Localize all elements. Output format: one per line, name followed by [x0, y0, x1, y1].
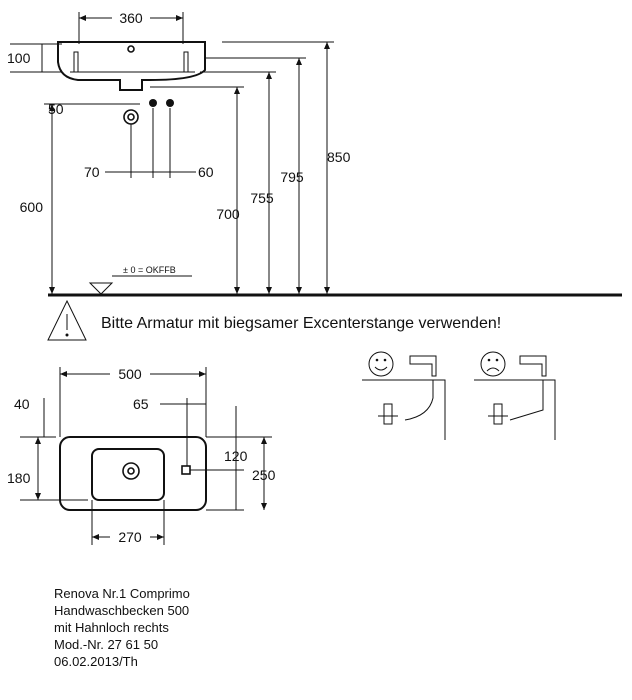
dim-180: 180: [7, 470, 31, 486]
dim-100: 100: [7, 50, 31, 66]
smiley-happy-icon: [368, 351, 394, 377]
rigid-rod: [509, 380, 544, 421]
overflow-hole: [127, 45, 135, 53]
warning-triangle-icon: [47, 299, 87, 341]
dim-755: 755: [250, 190, 274, 206]
drain-trap-bad: [488, 403, 508, 425]
warning-text: Bitte Armatur mit biegsamer Excenterstan…: [101, 315, 501, 332]
dim-850: 850: [327, 149, 351, 165]
countertop-bad: [474, 379, 556, 440]
faucet-good: [409, 355, 437, 377]
water-supply-cold: [149, 99, 157, 107]
drawing-date: 06.02.2013/Th: [54, 654, 138, 669]
dim-600: 600: [20, 199, 44, 215]
dim-70: 70: [84, 164, 100, 180]
dim-360: 360: [119, 10, 143, 26]
dim-65: 65: [133, 396, 149, 412]
warning-row: Bitte Armatur mit biegsamer Excenterstan…: [47, 299, 501, 341]
drain-trap-good: [378, 403, 398, 425]
model-number: Mod.-Nr. 27 61 50: [54, 637, 159, 652]
dim-500: 500: [118, 366, 142, 382]
basin-side-profile: [57, 41, 206, 91]
side-view: 360 100 50 70 60 600 700 755: [7, 10, 622, 297]
floor-level-label: ± 0 = OKFFB: [123, 265, 176, 275]
flexible-rod: [404, 380, 434, 421]
dim-700: 700: [216, 206, 240, 222]
faucet-examples: [362, 351, 556, 440]
dim-250: 250: [252, 467, 276, 483]
dim-120: 120: [224, 448, 248, 464]
smiley-sad-icon: [480, 351, 506, 377]
dim-40: 40: [14, 396, 30, 412]
water-supply-hot: [166, 99, 174, 107]
dim-60: 60: [198, 164, 214, 180]
product-type: Handwaschbecken 500: [54, 603, 190, 618]
plan-view: 500 65 40 180 120 250 270: [7, 366, 276, 545]
product-variant: mit Hahnloch rechts: [54, 620, 169, 635]
countertop-good: [362, 379, 446, 440]
product-name: Renova Nr.1 Comprimo: [54, 586, 190, 601]
dim-795: 795: [280, 169, 304, 185]
floor-level-marker: [88, 282, 114, 295]
dim-270: 270: [118, 529, 142, 545]
tap-hole: [181, 465, 191, 475]
title-block: Renova Nr.1 Comprimo Handwaschbecken 500…: [54, 585, 190, 670]
faucet-bad: [519, 355, 547, 377]
